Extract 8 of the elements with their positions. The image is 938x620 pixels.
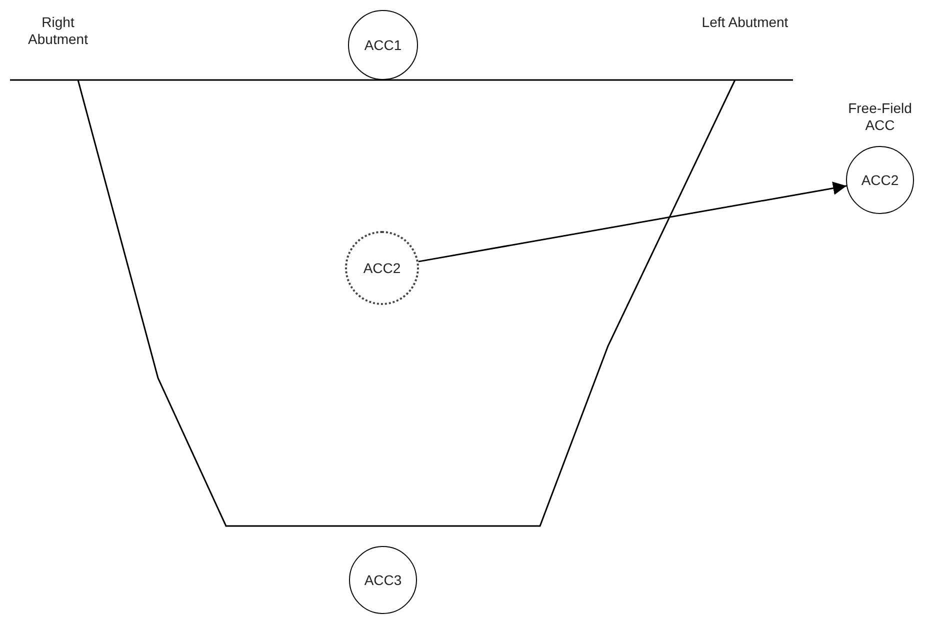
abutment-label: Right Abutment	[27, 14, 89, 48]
arrow	[418, 182, 847, 262]
accelerometer-circle: ACC1	[348, 10, 418, 80]
abutment-label: Left Abutment	[700, 14, 790, 31]
accelerometer-circle: ACC3	[349, 546, 417, 614]
accelerometer-circle: ACC2	[345, 231, 419, 305]
caption-text: Free-Field ACC	[847, 100, 913, 134]
accelerometer-circle: ACC2	[846, 146, 914, 214]
